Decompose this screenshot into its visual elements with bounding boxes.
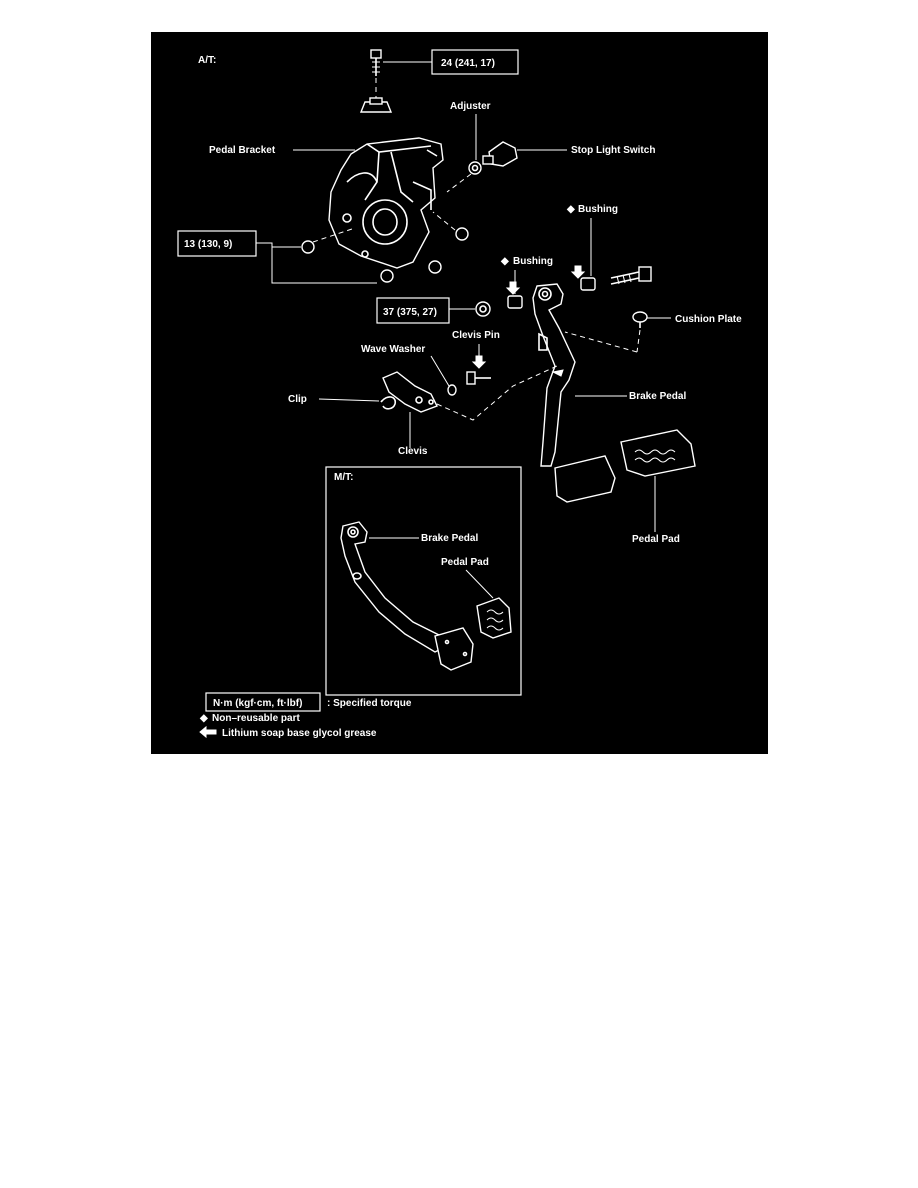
diamond-icon-lower: ◆ (500, 256, 509, 267)
wave-washer (447, 384, 457, 396)
bushing-upper (570, 265, 596, 291)
torque-pivot-nut: 37 (375, 27) (383, 307, 437, 318)
label-bushing-upper: Bushing (578, 204, 618, 215)
label-adjuster: Adjuster (450, 101, 491, 112)
torque-box-bracket-nuts (177, 230, 257, 257)
torque-box-bracket-bolt (431, 49, 519, 75)
mt-label: M/T: (334, 472, 353, 483)
brake-pedal-exploded-diagram: A/T: 24 (241, 17) Pedal Bracket Adjuster (177, 49, 742, 739)
clevis-pin (466, 355, 491, 385)
label-pedal-bracket: Pedal Bracket (209, 145, 276, 156)
pedal-pad-at (620, 429, 696, 477)
torque-box-pivot-nut (376, 297, 450, 324)
diagram-frame: A/T: 24 (241, 17) Pedal Bracket Adjuster (151, 32, 768, 754)
torque-bracket-nuts: 13 (130, 9) (184, 239, 232, 250)
legend-non-reusable: Non–reusable part (212, 713, 300, 724)
arrow-left-icon (199, 725, 217, 739)
brake-pedal-at (532, 283, 576, 467)
label-clevis-pin: Clevis Pin (452, 330, 500, 341)
pivot-nut (475, 301, 491, 317)
bracket-bolt (359, 49, 393, 113)
label-brake-pedal-at: Brake Pedal (629, 391, 686, 402)
stop-light-switch (482, 141, 518, 167)
pedal-pad-mt (476, 597, 512, 639)
label-pedal-pad-at: Pedal Pad (632, 534, 680, 545)
legend-torque-box (205, 692, 321, 712)
label-cushion-plate: Cushion Plate (675, 314, 742, 325)
pedal-pad-mt-mounted (434, 627, 474, 671)
label-stop-light-switch: Stop Light Switch (571, 145, 655, 156)
at-label: A/T: (198, 55, 216, 66)
pedal-bracket (328, 137, 444, 269)
legend-torque-desc: : Specified torque (327, 698, 412, 709)
legend-diamond-icon: ◆ (199, 713, 208, 724)
bracket-nuts (301, 227, 469, 283)
label-wave-washer: Wave Washer (361, 344, 425, 355)
label-clip: Clip (288, 394, 307, 405)
label-brake-pedal-mt: Brake Pedal (421, 533, 478, 544)
legend-grease: Lithium soap base glycol grease (222, 728, 377, 739)
pivot-bolt (610, 266, 652, 285)
pedal-pad-at-mounted (554, 455, 616, 503)
legend-torque-unit: N·m (kgf·cm, ft·lbf) (213, 698, 302, 709)
bushing-lower (505, 281, 523, 309)
diamond-icon: ◆ (566, 204, 575, 215)
label-pedal-pad-mt: Pedal Pad (441, 557, 489, 568)
label-bushing-lower: Bushing (513, 256, 553, 267)
cushion-plate (632, 311, 648, 328)
torque-bracket-bolt: 24 (241, 17) (441, 58, 495, 69)
clip (380, 396, 397, 410)
clevis (382, 371, 438, 413)
adjuster (468, 161, 482, 175)
label-clevis: Clevis (398, 446, 428, 457)
